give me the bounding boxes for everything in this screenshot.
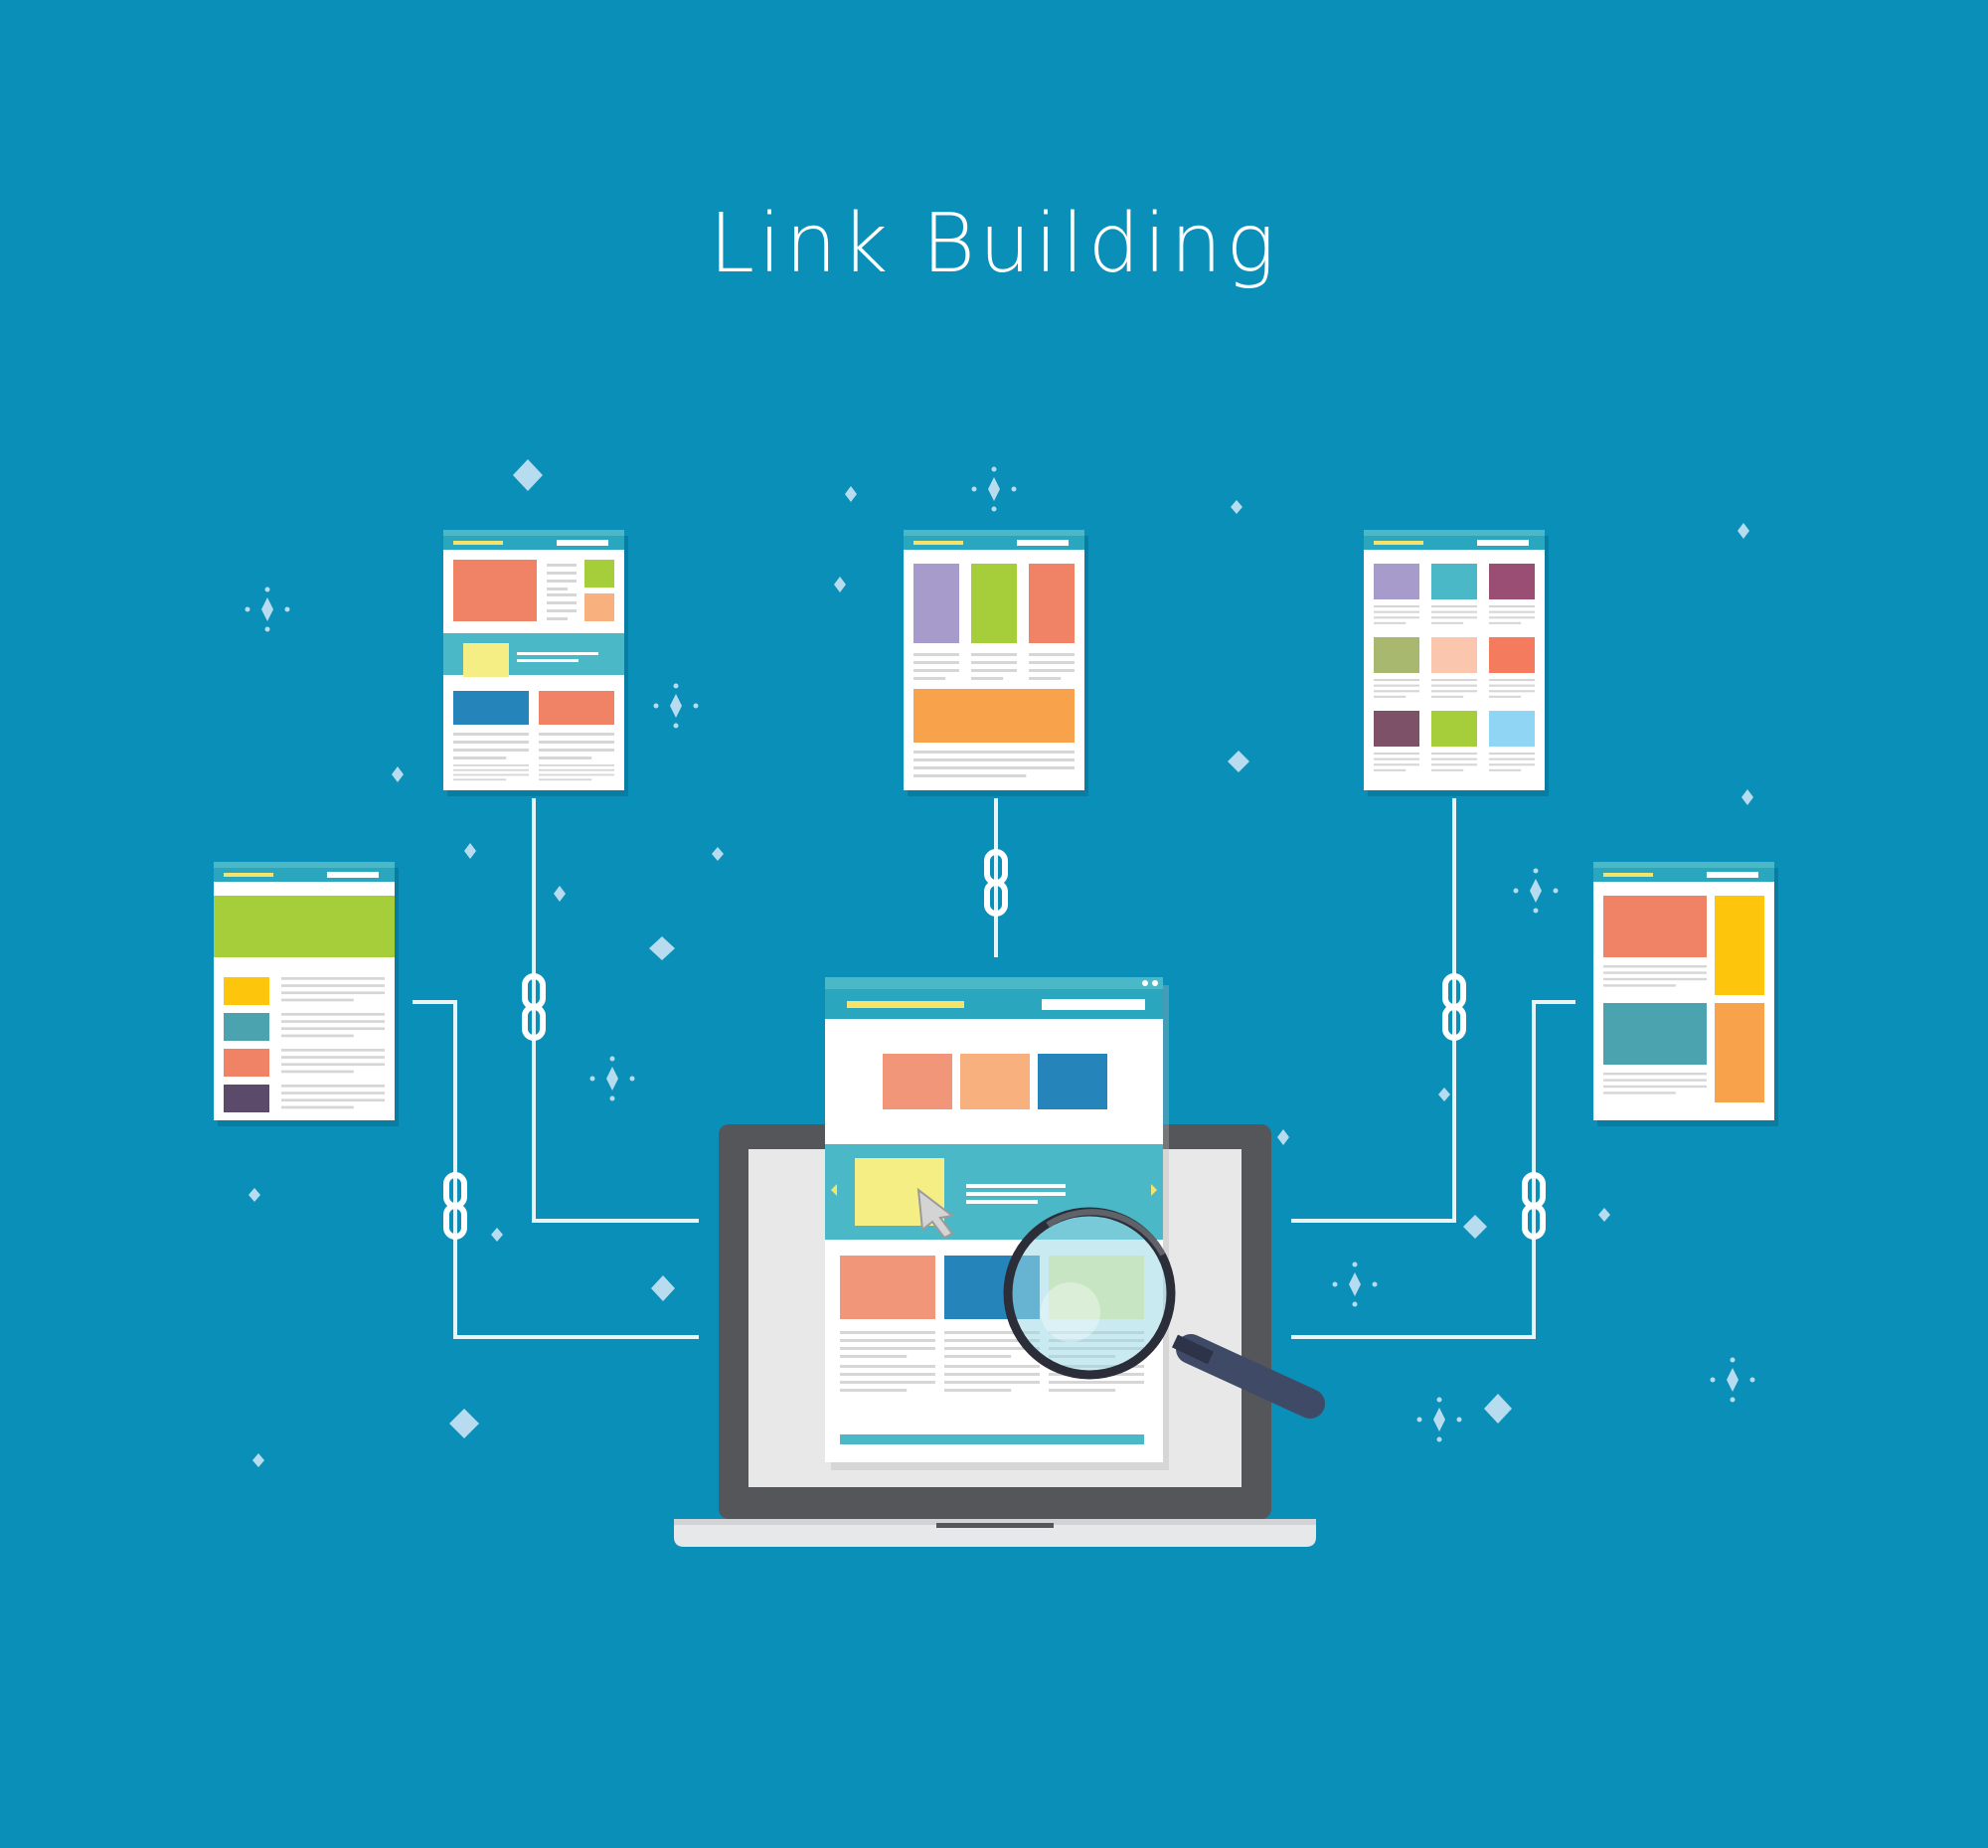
sparkle-icon xyxy=(464,843,476,859)
sparkle-icon xyxy=(1332,1261,1378,1307)
sparkle-icon xyxy=(1710,1357,1755,1403)
sparkle-icon xyxy=(1598,1208,1610,1222)
sparkle-icon xyxy=(245,587,290,632)
page-title: Link Building xyxy=(709,197,1279,291)
sparkle-icon xyxy=(1277,1129,1289,1145)
connector-lines xyxy=(413,798,1575,1339)
sparkle-icon xyxy=(589,1056,635,1101)
sparkle-icon xyxy=(1738,523,1749,539)
sparkle-icon xyxy=(252,1453,264,1467)
sparkle-icon xyxy=(712,847,724,861)
web-page-thumbnail xyxy=(1593,862,1778,1126)
magnifying-glass-icon xyxy=(1003,1207,1325,1419)
web-page-thumbnail xyxy=(1364,530,1549,796)
sparkle-icon xyxy=(1231,500,1242,514)
web-page-thumbnail xyxy=(214,862,399,1126)
sparkle-icon xyxy=(651,1275,675,1301)
sparkle-icon xyxy=(1438,1088,1450,1101)
sparkle-icon xyxy=(971,466,1017,512)
cursor-arrow-icon xyxy=(916,1187,955,1240)
sparkle-icon xyxy=(845,486,857,502)
sparkle-icon xyxy=(392,766,404,782)
sparkle-icon xyxy=(554,886,566,902)
sparkles xyxy=(248,459,1753,1501)
sparkle-icon xyxy=(649,936,675,960)
sparkle-icon xyxy=(1513,868,1559,914)
sparkle-icon xyxy=(248,1188,260,1202)
sparkle-icon xyxy=(1463,1215,1487,1239)
sparkle-icon xyxy=(1741,789,1753,805)
sparkle-icon xyxy=(491,1228,503,1242)
web-page-thumbnail xyxy=(904,530,1088,796)
sparkle-icon xyxy=(1416,1397,1462,1442)
sparkle-icon xyxy=(653,683,699,729)
sparkle-icon xyxy=(513,459,543,491)
sparkle-icon xyxy=(1228,751,1249,772)
sparkle-icon xyxy=(1484,1394,1512,1424)
web-page-thumbnail xyxy=(443,530,628,796)
sparkle-icon xyxy=(834,577,846,592)
sparkle-icon xyxy=(449,1409,479,1438)
